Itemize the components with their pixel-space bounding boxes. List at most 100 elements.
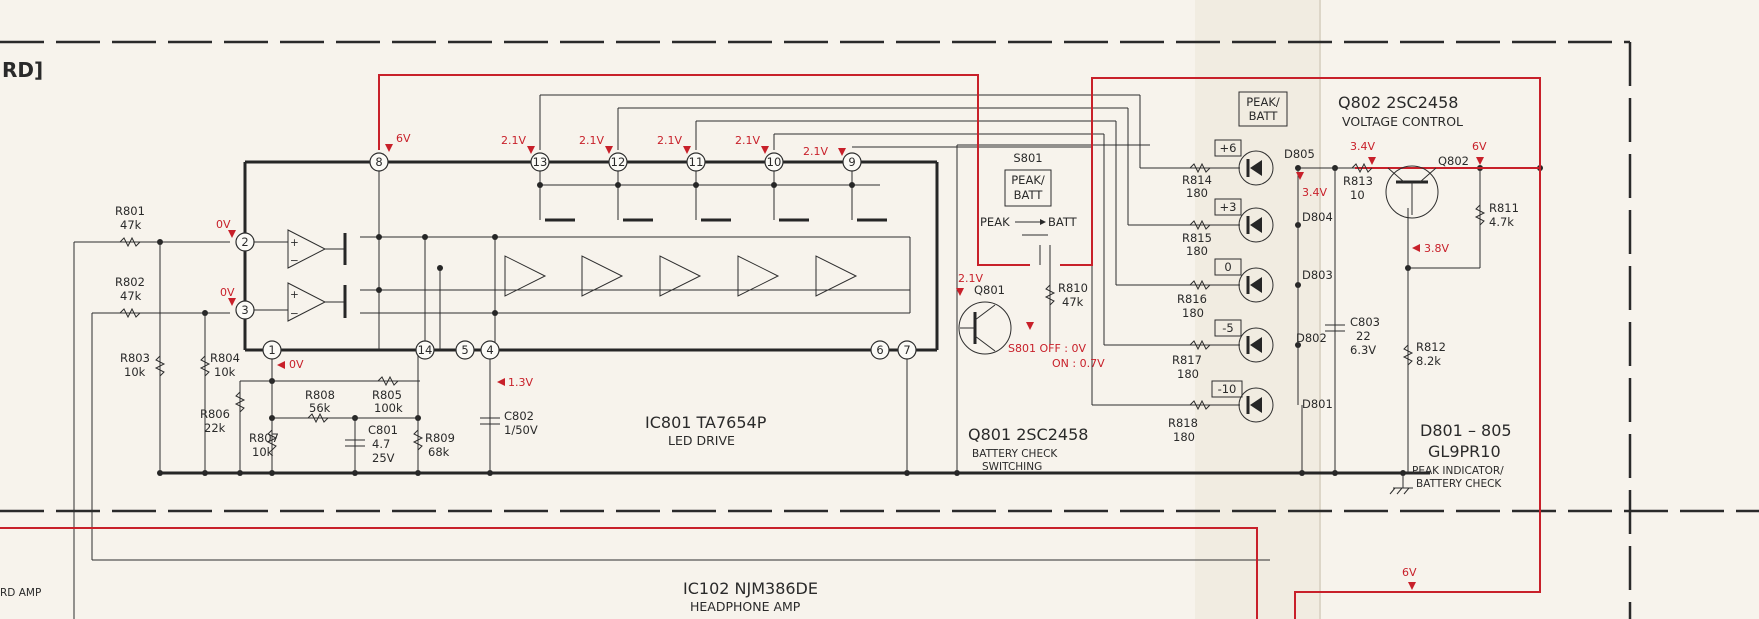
ic801-internal-wiring — [360, 162, 911, 350]
resistor-symbols — [119, 162, 1486, 451]
svg-text:0V: 0V — [220, 286, 235, 299]
pin-2: 2 — [235, 232, 255, 252]
svg-text:1.3V: 1.3V — [508, 376, 533, 389]
svg-text:6V: 6V — [1472, 140, 1487, 153]
comparator-bank — [504, 255, 858, 297]
comparator-left-2: +− — [245, 282, 347, 322]
s801-switch[interactable]: S801 PEAK/ BATT PEAK BATT — [980, 151, 1078, 236]
svg-text:0: 0 — [1224, 260, 1231, 274]
bottom-left-label: RD AMP — [0, 587, 41, 599]
pin-14: 14 — [415, 340, 435, 360]
svg-text:14: 14 — [418, 343, 433, 357]
q801-transistor — [958, 301, 1012, 355]
svg-text:47k: 47k — [1062, 295, 1084, 309]
svg-text:C803: C803 — [1350, 315, 1380, 329]
svg-text:LED DRIVE: LED DRIVE — [668, 433, 735, 448]
voltage-markers: 6V 2.1V 2.1V 2.1V 2.1V 2.1V 0V 0V 0V 1.3… — [216, 132, 1487, 590]
corner-label: RD] — [2, 58, 43, 82]
svg-text:−: − — [290, 308, 299, 320]
svg-text:D802: D802 — [1296, 331, 1327, 345]
svg-text:22: 22 — [1356, 329, 1371, 343]
svg-text:5: 5 — [461, 343, 468, 357]
svg-text:Q802: Q802 — [1438, 154, 1469, 168]
board-frame — [0, 40, 1759, 619]
svg-text:PEAK/: PEAK/ — [1246, 95, 1280, 109]
pin-1: 1 — [262, 340, 282, 360]
svg-text:VOLTAGE CONTROL: VOLTAGE CONTROL — [1342, 114, 1463, 129]
svg-text:D801 – 805: D801 – 805 — [1420, 421, 1512, 440]
pin-12: 12 — [608, 152, 628, 172]
svg-text:R818: R818 — [1168, 416, 1198, 430]
svg-text:+: + — [290, 289, 299, 301]
pin-9: 9 — [842, 152, 862, 172]
ic801-label: IC801 TA7654P LED DRIVE — [645, 413, 767, 448]
paper-fold-shadow — [1195, 0, 1320, 619]
svg-text:3.4V: 3.4V — [1302, 186, 1327, 199]
svg-text:4: 4 — [486, 343, 493, 357]
led-group-label: D801 – 805 GL9PR10 PEAK INDICATOR/ BATTE… — [1412, 421, 1512, 490]
svg-text:BATTERY CHECK: BATTERY CHECK — [1416, 478, 1502, 490]
svg-text:1: 1 — [268, 343, 275, 357]
svg-text:11: 11 — [689, 155, 704, 169]
svg-text:2.1V: 2.1V — [803, 145, 828, 158]
svg-text:IC102 NJM386DE: IC102 NJM386DE — [683, 579, 818, 598]
svg-text:6V: 6V — [1402, 566, 1417, 579]
pin-7: 7 — [897, 340, 917, 360]
q802-label: Q802 Q802 2SC2458 VOLTAGE CONTROL — [1338, 93, 1469, 168]
svg-text:BATT: BATT — [1249, 109, 1279, 123]
pin-8: 8 — [369, 152, 389, 172]
svg-text:R813: R813 — [1343, 174, 1373, 188]
svg-text:13: 13 — [533, 155, 548, 169]
svg-text:R808: R808 — [305, 388, 335, 402]
svg-text:47k: 47k — [120, 218, 142, 232]
svg-text:R811: R811 — [1489, 201, 1519, 215]
svg-text:S801 OFF : 0V: S801 OFF : 0V — [1008, 342, 1086, 355]
svg-text:0V: 0V — [289, 358, 304, 371]
svg-text:D803: D803 — [1302, 268, 1333, 282]
svg-text:D805: D805 — [1284, 147, 1315, 161]
svg-text:C802: C802 — [504, 409, 534, 423]
svg-text:R801: R801 — [115, 204, 145, 218]
svg-text:+3: +3 — [1220, 200, 1237, 214]
svg-text:R806: R806 — [200, 407, 230, 421]
svg-text:6.3V: 6.3V — [1350, 343, 1376, 357]
q801-label: Q801 Q801 2SC2458 BATTERY CHECK SWITCHIN… — [968, 283, 1088, 473]
pin-4: 4 — [480, 340, 500, 360]
svg-text:Q801 2SC2458: Q801 2SC2458 — [968, 425, 1088, 444]
svg-text:PEAK/: PEAK/ — [1011, 173, 1045, 187]
ic102-label: IC102 NJM386DE HEADPHONE AMP — [683, 579, 818, 614]
svg-text:0V: 0V — [216, 218, 231, 231]
svg-text:8.2k: 8.2k — [1416, 354, 1441, 368]
svg-text:9: 9 — [848, 155, 855, 169]
svg-text:2.1V: 2.1V — [958, 272, 983, 285]
svg-text:R805: R805 — [372, 388, 402, 402]
svg-text:2.1V: 2.1V — [579, 134, 604, 147]
q802-transistor — [1385, 165, 1439, 219]
svg-text:-10: -10 — [1218, 382, 1237, 396]
svg-text:6V: 6V — [396, 132, 411, 145]
svg-text:-5: -5 — [1222, 321, 1233, 335]
svg-text:180: 180 — [1177, 367, 1199, 381]
svg-text:BATT: BATT — [1014, 188, 1044, 202]
svg-text:R803: R803 — [120, 351, 150, 365]
supply-lines — [0, 74, 1541, 619]
svg-text:R802: R802 — [115, 275, 145, 289]
svg-text:Q802 2SC2458: Q802 2SC2458 — [1338, 93, 1458, 112]
ic801-pins: 8 13 12 11 10 9 2 3 1 14 5 4 6 7 — [235, 152, 917, 360]
svg-text:C801: C801 — [368, 423, 398, 437]
svg-text:10k: 10k — [252, 445, 274, 459]
svg-text:10: 10 — [1350, 188, 1365, 202]
svg-text:10: 10 — [767, 155, 782, 169]
pin-5: 5 — [455, 340, 475, 360]
svg-text:180: 180 — [1186, 244, 1208, 258]
led-level-labels: PEAK/ BATT +6 +3 0 -5 -10 D805 D804 D803… — [1211, 91, 1333, 411]
svg-text:7: 7 — [903, 343, 910, 357]
svg-text:+: + — [290, 237, 299, 249]
svg-text:22k: 22k — [204, 421, 226, 435]
capacitor-symbols — [345, 324, 1345, 447]
svg-text:25V: 25V — [372, 451, 395, 465]
svg-text:56k: 56k — [309, 401, 331, 415]
svg-text:3: 3 — [241, 303, 248, 317]
